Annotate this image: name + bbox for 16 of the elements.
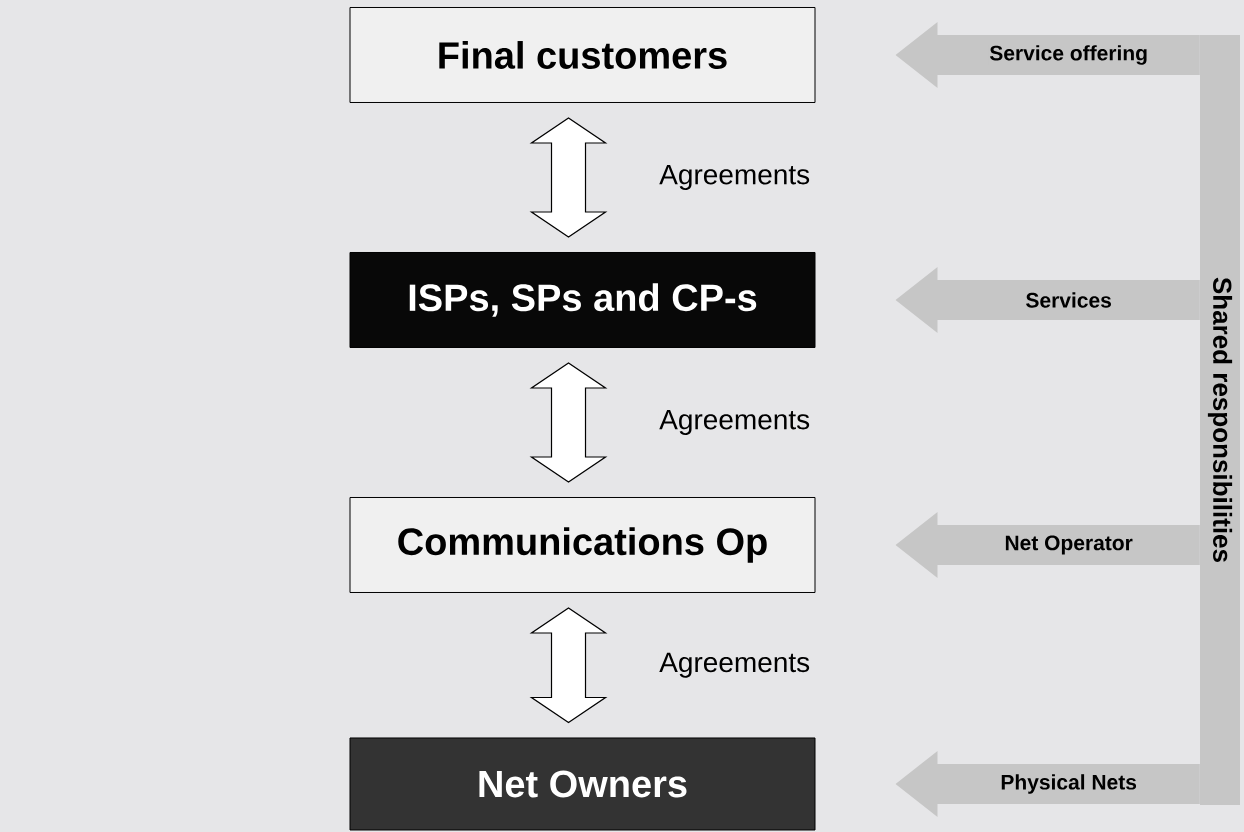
role-box: ISPs, SPs and CP-s [349,252,816,348]
edge-label: Agreements [658,408,812,436]
edge-label: Service offering [988,44,1149,66]
role-box: Net Owners [349,737,816,831]
edge-label: Agreements [658,163,812,191]
double-arrow [529,607,608,724]
band-arrow [895,267,1200,333]
role-box: Communications Op [349,497,816,593]
role-box: Final customers [349,7,816,103]
edge-label: Services [1024,291,1113,309]
edge-label: Physical Nets [999,773,1138,795]
edge-label: Agreements [658,651,812,679]
double-arrow [529,362,608,483]
vertical-band: Shared responsibilities [1200,35,1240,805]
double-arrow [529,117,608,238]
edge-label: Net Operator [1003,534,1134,556]
